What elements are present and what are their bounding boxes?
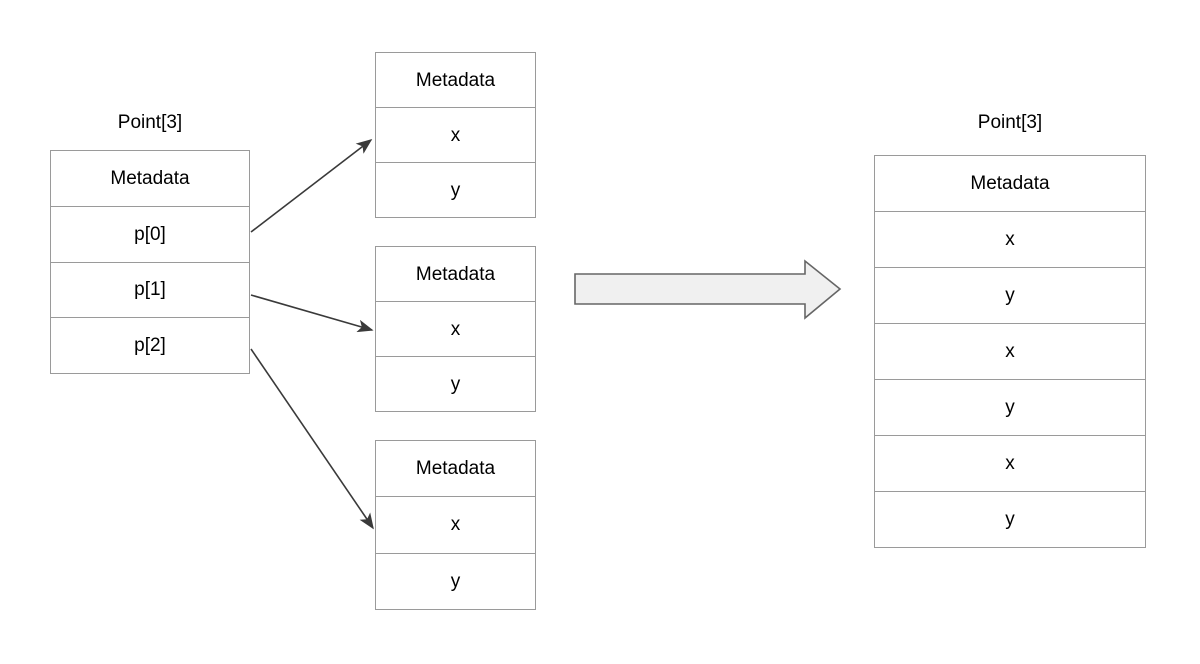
flat-row-x-2: x <box>875 323 1145 379</box>
pointer-arrow-p1-icon <box>250 294 374 333</box>
right-struct-label: Point[3] <box>977 112 1043 133</box>
struct1-row-y: y <box>376 162 535 217</box>
left-struct-label: Point[3] <box>117 112 183 133</box>
flat-row-y-1: y <box>875 267 1145 323</box>
struct3-row-x: x <box>376 496 535 553</box>
struct1-row-x: x <box>376 107 535 162</box>
flat-row-y-3: y <box>875 491 1145 547</box>
pointed-struct-table-3: Metadata x y <box>375 440 536 610</box>
flat-row-x-3: x <box>875 435 1145 491</box>
pointed-struct-table-1: Metadata x y <box>375 52 536 218</box>
flat-row-x-1: x <box>875 211 1145 267</box>
struct3-row-metadata: Metadata <box>376 441 535 497</box>
flat-row-metadata: Metadata <box>875 156 1145 211</box>
struct3-row-y: y <box>376 552 535 609</box>
array-row-p2: p[2] <box>51 317 249 373</box>
struct2-row-metadata: Metadata <box>376 247 535 301</box>
struct2-row-x: x <box>376 301 535 356</box>
array-row-p0: p[0] <box>51 205 249 262</box>
pointer-arrow-p2-icon <box>250 348 374 530</box>
flat-struct-table: Metadata x y x y x y <box>874 155 1146 548</box>
array-row-metadata: Metadata <box>51 151 249 206</box>
pointed-struct-table-2: Metadata x y <box>375 246 536 412</box>
transform-arrow-icon <box>574 259 842 320</box>
array-of-structs-table: Metadata p[0] p[1] p[2] <box>50 150 250 374</box>
pointer-arrow-p0-icon <box>250 139 373 233</box>
struct1-row-metadata: Metadata <box>376 53 535 107</box>
struct2-row-y: y <box>376 356 535 411</box>
flat-row-y-2: y <box>875 379 1145 435</box>
array-row-p1: p[1] <box>51 261 249 318</box>
